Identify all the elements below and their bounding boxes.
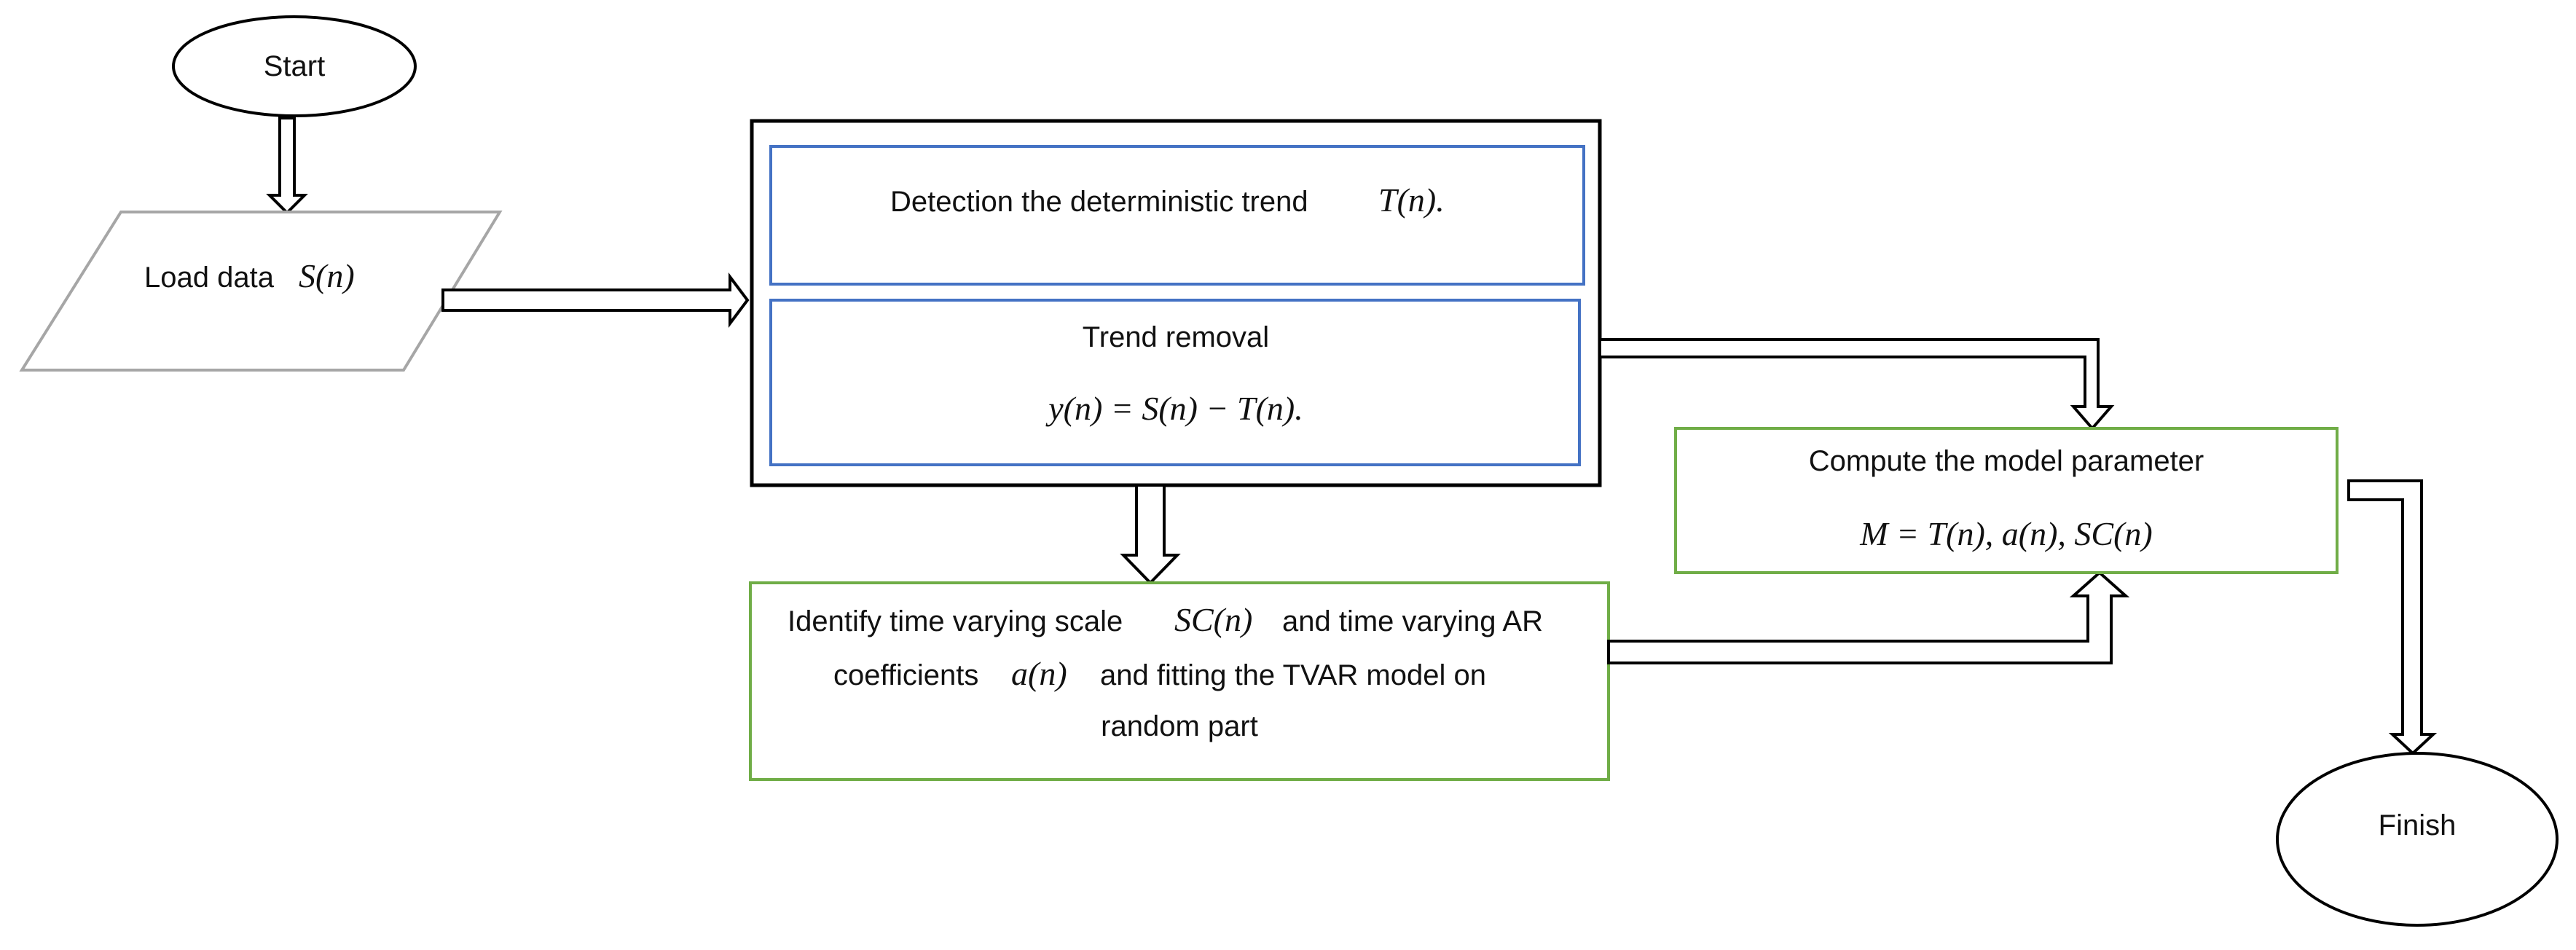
compute-label: Compute the model parameter <box>1809 445 2204 477</box>
identify-line2-text-b: and fitting the TVAR model on <box>1100 659 1486 691</box>
trend-removal-math: y(n) = S(n) − T(n). <box>1045 390 1303 427</box>
start-label: Start <box>264 50 325 82</box>
identify-node: Identify time varying scale SC(n) and ti… <box>749 581 1610 781</box>
identify-line1-text-b: and time varying AR <box>1282 605 1543 637</box>
compute-box <box>1674 427 2339 574</box>
trend-removal-node: Trend removal y(n) = S(n) − T(n). <box>769 299 1581 466</box>
load-data-math: S(n) <box>299 257 355 294</box>
detect-trend-node: Detection the deterministic trend T(n). <box>769 145 1585 286</box>
identify-line2-math: a(n) <box>1011 655 1067 692</box>
arrow-process-to-identify <box>1120 484 1181 585</box>
start-node: Start <box>172 15 417 117</box>
load-data-label: Load data <box>144 262 275 294</box>
arrow-process-to-compute <box>1598 338 2115 431</box>
identify-line2-text-a: coefficients <box>833 659 978 691</box>
compute-math: M = T(n), a(n), SC(n) <box>1859 515 2153 552</box>
finish-label: Finish <box>2379 809 2457 841</box>
detect-trend-math: T(n). <box>1378 181 1445 219</box>
compute-node: Compute the model parameter M = T(n), a(… <box>1674 427 2339 574</box>
identify-box <box>749 581 1610 781</box>
load-data-parallelogram <box>19 211 503 372</box>
detect-trend-box <box>769 145 1585 286</box>
trend-removal-label: Trend removal <box>1083 321 1269 353</box>
arrow-identify-to-compute <box>1607 570 2130 664</box>
finish-ellipse <box>2276 752 2559 927</box>
finish-node: Finish <box>2276 752 2559 927</box>
trend-removal-box <box>769 299 1581 466</box>
identify-line1-text-a: Identify time varying scale <box>788 605 1123 637</box>
load-data-node: Load data S(n) <box>19 211 503 372</box>
arrow-compute-to-finish <box>2347 479 2438 755</box>
arrow-start-to-load <box>266 117 308 215</box>
arrow-load-to-process <box>441 272 750 328</box>
detect-trend-label: Detection the deterministic trend <box>890 186 1308 218</box>
identify-line3: random part <box>1101 710 1258 742</box>
start-ellipse <box>172 15 417 117</box>
identify-line1-math: SC(n) <box>1174 601 1252 638</box>
